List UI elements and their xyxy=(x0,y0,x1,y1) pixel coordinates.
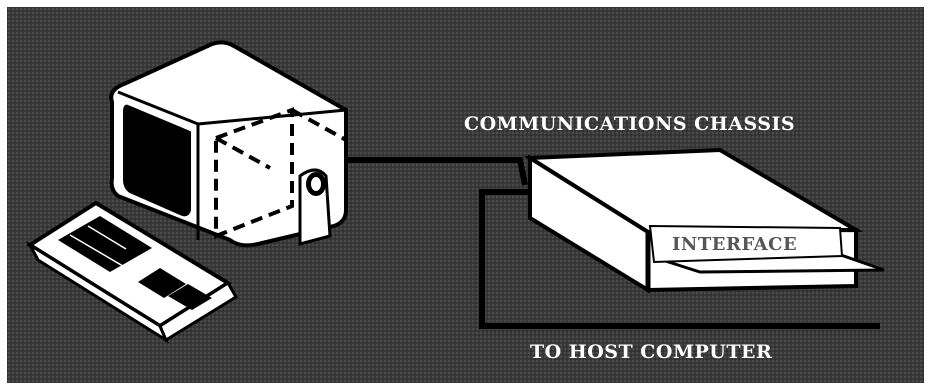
host-label: TO HOST COMPUTER xyxy=(530,341,772,363)
interface-label: INTERFACE xyxy=(672,234,797,255)
chassis-label: COMMUNICATIONS CHASSIS xyxy=(464,113,795,135)
